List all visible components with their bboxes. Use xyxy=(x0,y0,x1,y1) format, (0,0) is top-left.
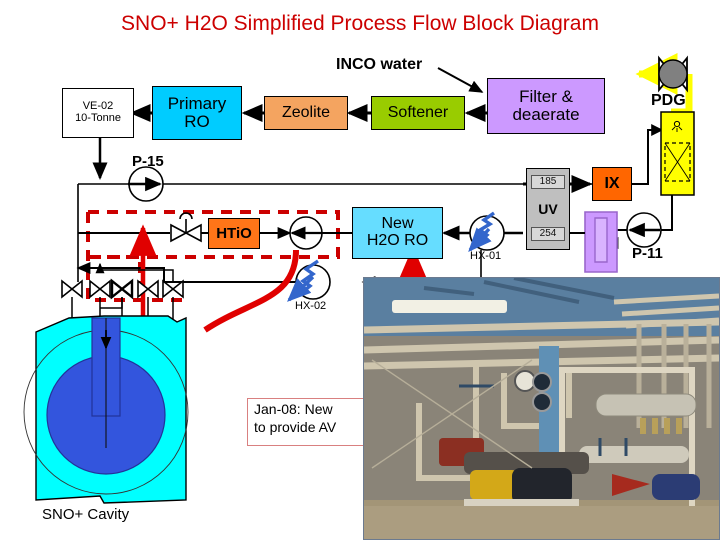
uv-label: UV xyxy=(538,200,558,217)
ix-to-pdg-line xyxy=(632,124,664,185)
annotation-note-line1: Jan-08: New xyxy=(254,401,333,417)
cavity-top-return-line xyxy=(95,262,174,281)
sno-cavity-label: SNO+ Cavity xyxy=(42,506,130,523)
zeolite-label: Zeolite xyxy=(281,103,331,121)
filter-deaerate-block[interactable]: Filter & deaerate xyxy=(487,78,605,134)
pdg-blower-symbol xyxy=(658,55,688,93)
hx02-label: HX-02 xyxy=(295,300,327,312)
pdg-tank-graphic xyxy=(660,111,695,196)
uv-254-port: 254 xyxy=(531,227,565,241)
inco-water-pointer xyxy=(437,67,484,93)
htio-block[interactable]: HTiO xyxy=(208,218,260,249)
filter-deaerate-label-line2: deaerate xyxy=(512,105,580,124)
pump-p11-symbol xyxy=(626,212,662,248)
primary-ro-block[interactable]: Primary RO xyxy=(152,86,242,140)
valve-5 xyxy=(162,279,184,299)
htio-label: HTiO xyxy=(216,224,252,242)
pump-p15-symbol xyxy=(128,166,164,202)
ix-label: IX xyxy=(604,174,620,192)
new-h2o-ro-block[interactable]: New H2O RO xyxy=(352,207,443,259)
zeolite-block[interactable]: Zeolite xyxy=(264,96,348,130)
primary-ro-label-line1: Primary xyxy=(167,94,227,114)
uv-185-port: 185 xyxy=(531,175,565,189)
valve-4 xyxy=(137,279,159,299)
pdg-label: PDG xyxy=(651,92,686,109)
valve-1 xyxy=(61,279,83,299)
page-title: SNO+ H2O Simplified Process Flow Block D… xyxy=(121,12,599,35)
plant-room-photo xyxy=(363,277,720,540)
uv-254-label: 254 xyxy=(539,228,557,239)
softener-label: Softener xyxy=(387,103,449,121)
hx01-label: HX-01 xyxy=(470,250,502,262)
htio-feed-pump-symbol xyxy=(289,216,323,250)
ve-02-tank-block[interactable]: VE-02 10-Tonne xyxy=(62,88,134,138)
heat-exchanger-hx02-symbol xyxy=(287,259,331,302)
p15-label: P-15 xyxy=(132,153,164,170)
ve-02-label-line1: VE-02 xyxy=(82,100,114,113)
sno-cavity-graphic xyxy=(23,315,189,504)
primary-ro-label-line2: RO xyxy=(184,112,210,131)
degas-column-symbol xyxy=(584,211,618,273)
heat-exchanger-hx01-symbol xyxy=(468,211,505,253)
new-h2o-ro-label-line2: H2O RO xyxy=(366,232,429,249)
uv-185-label: 185 xyxy=(539,176,557,187)
inco-water-label: INCO water xyxy=(336,56,423,73)
ve-02-label-line2: 10-Tonne xyxy=(75,112,121,124)
softener-block[interactable]: Softener xyxy=(371,96,465,130)
annotation-note-line2: to provide AV xyxy=(254,418,337,435)
valve-bank xyxy=(61,278,184,300)
filter-deaerate-label-line1: Filter & xyxy=(519,87,573,107)
new-h2o-ro-label-line1: New xyxy=(381,215,414,233)
p11-label: P-11 xyxy=(632,245,663,262)
valve-3 xyxy=(110,278,134,300)
control-valve-icon xyxy=(170,212,202,243)
red-thick-pipe-to-cavity xyxy=(203,249,299,333)
plant-room-photo-art xyxy=(364,278,719,539)
ix-block[interactable]: IX xyxy=(592,167,632,201)
valve-2 xyxy=(89,279,111,299)
